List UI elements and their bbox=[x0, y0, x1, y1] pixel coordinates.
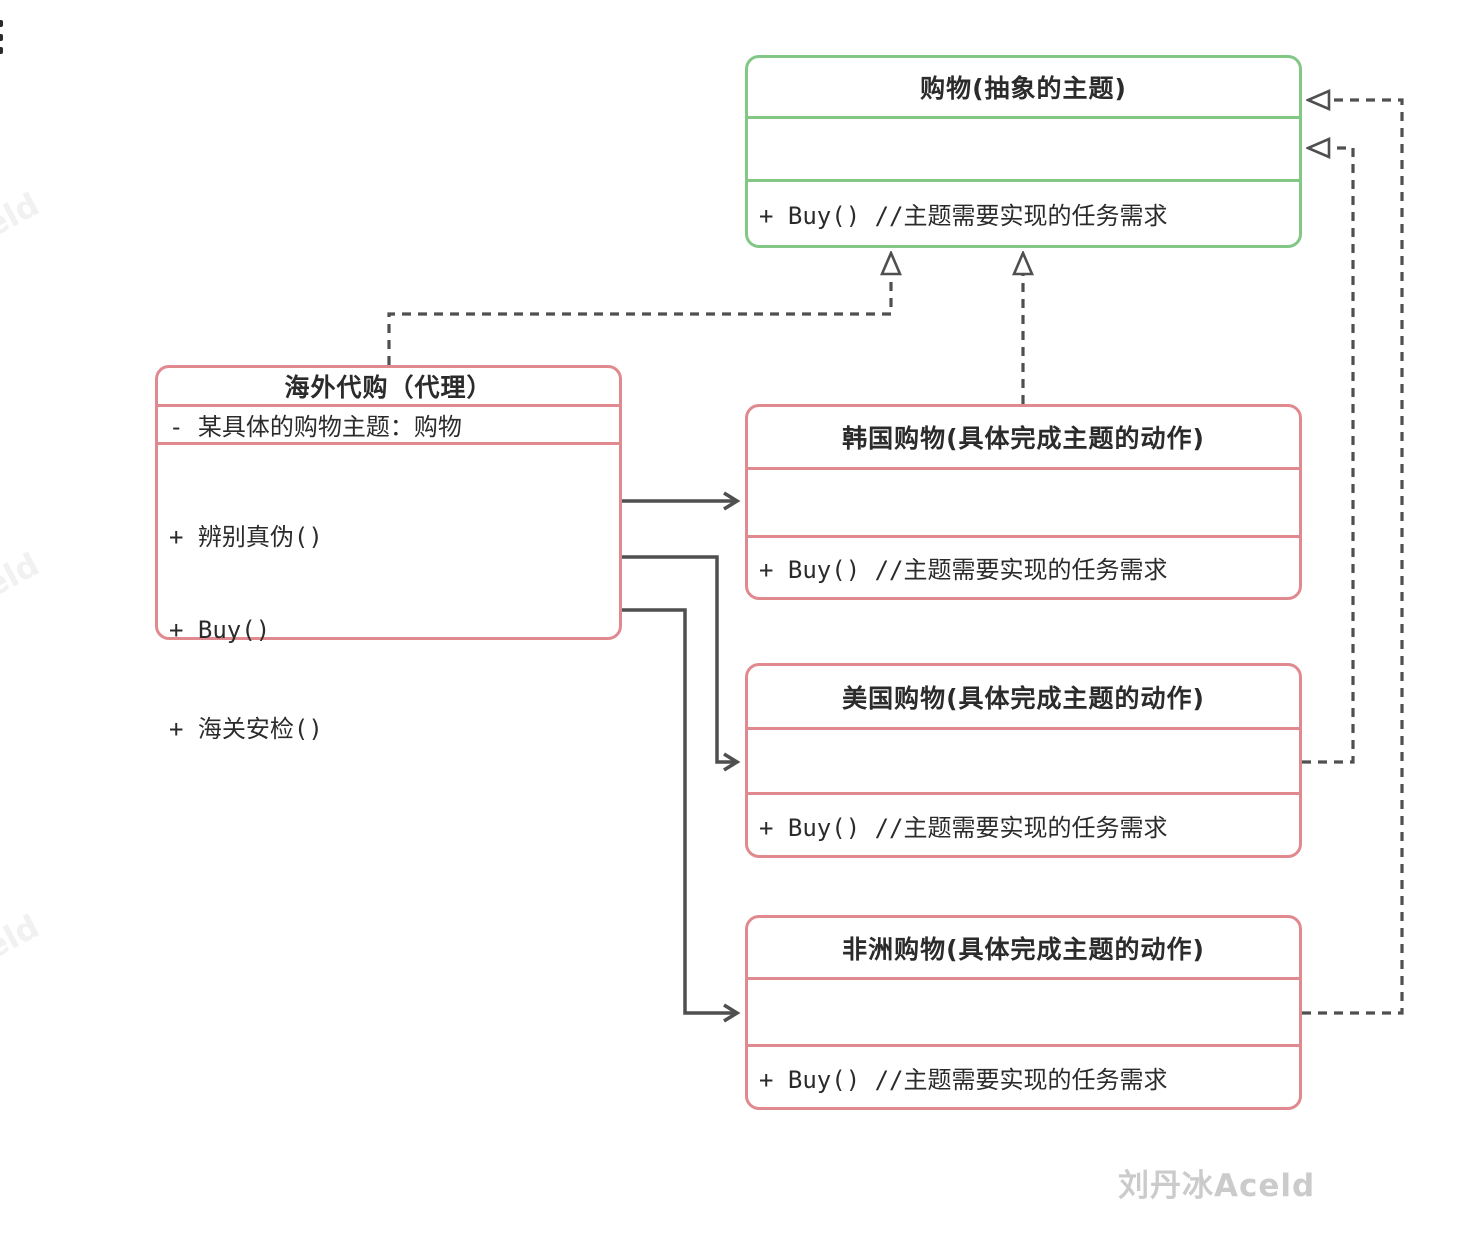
realization-africa-to-subject bbox=[1302, 100, 1404, 1015]
class-method: + Buy() //主题需要实现的任务需求 bbox=[748, 792, 1299, 855]
class-box-abstract-subject: 购物(抽象的主题) + Buy() //主题需要实现的任务需求 bbox=[745, 55, 1302, 248]
class-attributes-empty bbox=[748, 977, 1299, 1044]
class-title: 非洲购物(具体完成主题的动作) bbox=[842, 934, 1205, 964]
class-title: 购物(抽象的主题) bbox=[920, 74, 1127, 103]
class-box-proxy: 海外代购（代理） - 某具体的购物主题：购物 + 辨别真伪() + Buy() … bbox=[155, 365, 622, 743]
class-method: + Buy() //主题需要实现的任务需求 bbox=[748, 535, 1299, 597]
class-title: 海外代购（代理） bbox=[284, 373, 493, 402]
realization-proxy-to-subject bbox=[387, 254, 891, 365]
class-methods: + 辨别真伪() + Buy() + 海关安检() bbox=[158, 442, 619, 802]
class-attributes-empty bbox=[748, 727, 1299, 792]
kebab-dot bbox=[0, 20, 3, 27]
realization-usa-to-subject bbox=[1302, 148, 1355, 764]
class-title: 美国购物(具体完成主题的动作) bbox=[842, 683, 1205, 713]
class-box-africa: 非洲购物(具体完成主题的动作) + Buy() //主题需要实现的任务需求 bbox=[745, 915, 1302, 1110]
class-box-usa: 美国购物(具体完成主题的动作) + Buy() //主题需要实现的任务需求 bbox=[745, 663, 1302, 858]
class-method: + Buy() //主题需要实现的任务需求 bbox=[748, 179, 1299, 245]
class-method: + Buy() //主题需要实现的任务需求 bbox=[748, 1044, 1299, 1107]
kebab-menu-icon[interactable] bbox=[0, 20, 8, 54]
class-method: + 辨别真伪() bbox=[169, 522, 323, 551]
kebab-dot bbox=[0, 33, 3, 41]
author-watermark: 刘丹冰Aceld bbox=[1118, 1168, 1316, 1204]
association-proxy-to-africa bbox=[622, 608, 741, 1023]
class-method: + 海关安检() bbox=[169, 714, 323, 743]
class-title: 韩国购物(具体完成主题的动作) bbox=[842, 424, 1205, 453]
class-attributes-empty bbox=[748, 467, 1299, 535]
association-proxy-to-usa bbox=[622, 555, 741, 772]
class-attributes-empty bbox=[748, 116, 1299, 179]
kebab-dot bbox=[0, 47, 3, 54]
class-box-korea: 韩国购物(具体完成主题的动作) + Buy() //主题需要实现的任务需求 bbox=[745, 404, 1302, 600]
class-attribute: - 某具体的购物主题：购物 bbox=[158, 404, 619, 442]
class-method: + Buy() bbox=[169, 616, 271, 644]
